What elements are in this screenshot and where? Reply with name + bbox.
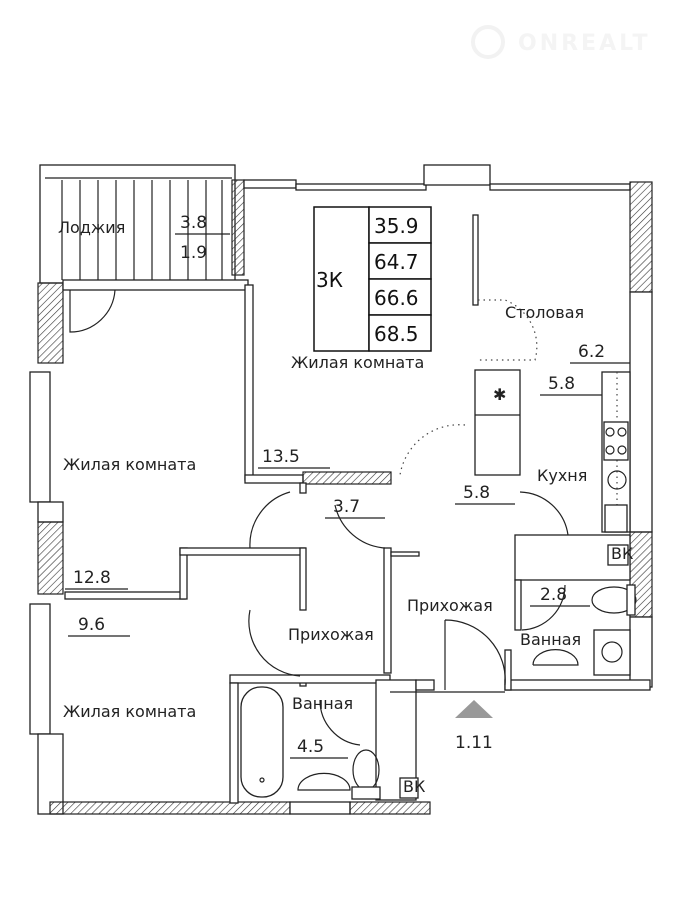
living-bottom-area: 9.6 (78, 615, 105, 635)
bath-left-label: Ванная (292, 694, 353, 713)
area-with-loggia-reduced: 66.6 (374, 286, 419, 310)
fixtures: ВК ВК (240, 371, 637, 800)
entrance-marker: 1.11 (455, 700, 493, 753)
shaft-label-2: ВК (403, 777, 426, 796)
toilet-icon-2 (352, 749, 380, 791)
shaft-box-2 (399, 777, 419, 799)
total-area: 64.7 (374, 250, 419, 274)
exhaust-icon: ✱ (493, 385, 506, 404)
basin-icon-2 (297, 772, 351, 791)
bath-left-area: 4.5 (297, 737, 324, 757)
bath-right-label: Ванная (520, 630, 581, 649)
onrealt-logo: ONREALT (471, 25, 651, 59)
living-left-area: 12.8 (73, 568, 111, 588)
area-summary-table: 3К 35.9 64.7 66.6 68.5 (313, 206, 432, 352)
entrance-label: 1.11 (455, 733, 493, 753)
dining-label: Столовая (505, 303, 584, 322)
living-bottom-label: Жилая комната (63, 702, 196, 721)
shaft-label: ВК (611, 544, 634, 563)
living-area: 35.9 (374, 214, 419, 238)
room-labels: Лоджия 3.8 1.9 Жилая комната 13.5 Столов… (58, 213, 630, 759)
hall-right-area: 2.8 (540, 585, 567, 605)
living-main-label: Жилая комната (291, 353, 424, 372)
dining-area: 6.2 (578, 342, 605, 362)
kitchen-area-alt: 5.8 (548, 374, 575, 394)
living-main-area: 13.5 (262, 447, 300, 467)
shaft-box (607, 544, 629, 566)
sink-icon (604, 504, 628, 533)
living-left-label: Жилая комната (63, 455, 196, 474)
doors (69, 289, 569, 746)
washer-icon (607, 470, 627, 490)
washing-machine-icon (593, 629, 631, 676)
basin-icon (532, 649, 579, 666)
hall-small-area: 3.7 (333, 497, 360, 517)
toilet-icon (591, 586, 637, 614)
hall-left-label: Прихожая (288, 625, 374, 644)
loggia-area: 3.8 (180, 213, 207, 233)
hall-right-label: Прихожая (407, 596, 493, 615)
bathtub-icon (240, 686, 284, 798)
kitchen-label: Кухня (537, 466, 587, 485)
loggia (39, 164, 245, 284)
stove-icon (603, 421, 629, 461)
interior-walls: ✱ (64, 214, 631, 804)
loggia-area-reduced: 1.9 (180, 243, 207, 263)
loggia-label: Лоджия (58, 218, 125, 237)
room-count: 3К (316, 268, 343, 292)
kitchen-area: 5.8 (463, 483, 490, 503)
svg-text:ONREALT: ONREALT (518, 31, 651, 56)
area-with-loggia: 68.5 (374, 322, 419, 346)
